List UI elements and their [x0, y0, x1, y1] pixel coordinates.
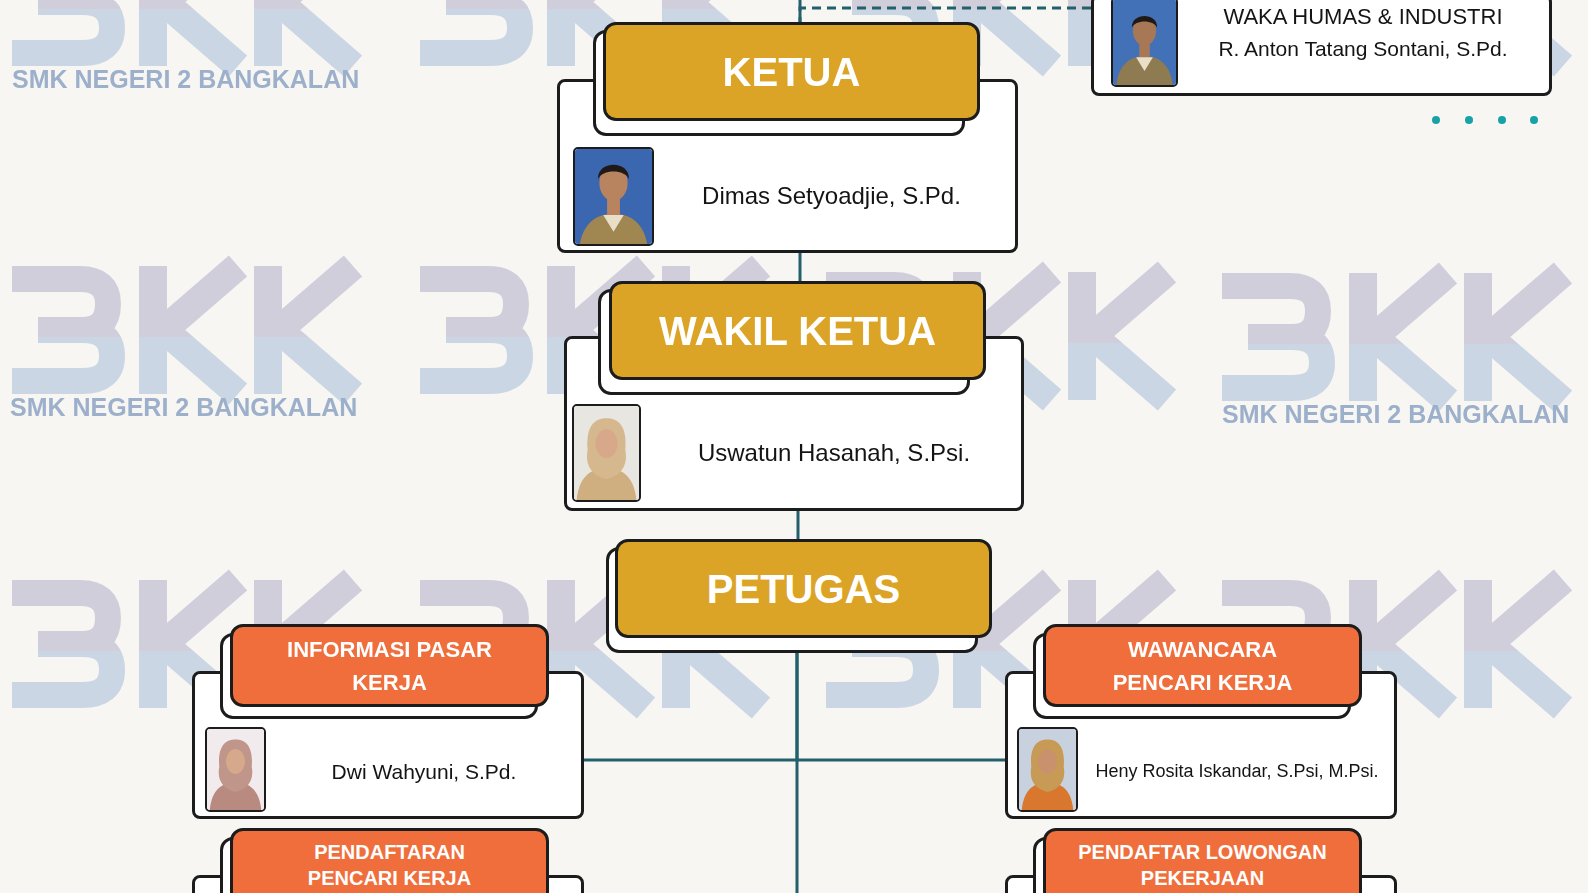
role-tab: INFORMASI PASAR KERJA [230, 624, 549, 707]
person-illustration [575, 149, 652, 244]
role-heading: PENDAFTAR LOWONGAN PEKERJAAN [1053, 839, 1353, 891]
person-hair [598, 165, 629, 179]
role-card: WAKIL KETUA Uswatun Hasanah, S.Psi. [564, 281, 1024, 511]
person-photo [573, 147, 654, 246]
watermark-text: SMK NEGERI 2 BANGKALAN [12, 65, 359, 93]
photo-backdrop [1113, 0, 1176, 85]
duty-card: INFORMASI PASAR KERJA Dwi Wahyuni, S.Pd. [192, 624, 584, 819]
role-tab: WAKIL KETUA [609, 281, 986, 380]
role-heading: PETUGAS [707, 565, 900, 613]
role-title: WAKA HUMAS & INDUSTRI [1179, 4, 1547, 30]
role-card: KETUA Dimas Setyoadjie, S.Pd. [557, 22, 1018, 253]
person-body [1116, 56, 1173, 85]
person-body [579, 214, 648, 244]
person-illustration [1113, 0, 1176, 85]
person-illustration [1019, 729, 1076, 810]
person-collar [1136, 57, 1153, 71]
person-face [595, 429, 617, 458]
decor-dot [1498, 116, 1506, 124]
role-heading: WAWANCARA PENCARI KERJA [1083, 633, 1323, 699]
watermark-grid [12, 0, 1563, 708]
photo-backdrop [1019, 729, 1076, 810]
role-tab: PENDAFTAR LOWONGAN PEKERJAAN [1043, 828, 1362, 893]
person-photo [205, 727, 266, 812]
person-illustration [574, 406, 639, 500]
trunk-line [796, 760, 799, 893]
watermark-logo [12, 0, 353, 66]
person-name: Heny Rosita Iskandar, S.Psi, M.Psi. [1081, 761, 1393, 783]
person-collar [603, 215, 624, 232]
section-header: PETUGAS [606, 539, 992, 653]
decor-dot [1530, 116, 1538, 124]
person-name: Dwi Wahyuni, S.Pd. [268, 759, 580, 784]
role-tab: PETUGAS [615, 539, 992, 638]
role-card: WAKA HUMAS & INDUSTRI R. Anton Tatang Son… [1091, 0, 1552, 96]
role-tab: KETUA [603, 22, 980, 121]
person-name: R. Anton Tatang Sontani, S.Pd. [1179, 36, 1547, 61]
watermark-text: SMK NEGERI 2 BANGKALAN [1222, 400, 1569, 428]
connector-line [797, 511, 800, 539]
person-hair [1132, 16, 1157, 28]
role-tab: PENDAFTARAN PENCARI KERJA [230, 828, 549, 893]
decor-dot [1432, 116, 1440, 124]
role-heading: KETUA [723, 48, 861, 96]
role-heading: INFORMASI PASAR KERJA [270, 633, 510, 699]
photo-backdrop [575, 149, 652, 244]
duty-card: PENDAFTAR LOWONGAN PEKERJAAN [1005, 828, 1397, 893]
duty-card: PENDAFTARAN PENCARI KERJA [192, 828, 584, 893]
connector-line [584, 653, 797, 760]
person-photo [572, 404, 641, 502]
connector-line [797, 653, 1005, 760]
watermark-logo [1222, 273, 1563, 401]
person-name: Uswatun Hasanah, S.Psi. [649, 439, 1019, 468]
role-heading: WAKIL KETUA [659, 307, 936, 355]
photo-backdrop [574, 406, 639, 500]
watermark-text: SMK NEGERI 2 BANGKALAN [10, 393, 357, 421]
watermark-logo [12, 266, 353, 394]
decor-dot [1465, 116, 1473, 124]
connector-line [799, 253, 802, 281]
role-heading: PENDAFTARAN PENCARI KERJA [275, 839, 505, 891]
person-illustration [207, 729, 264, 810]
connector-line [800, 8, 1091, 22]
photo-backdrop [207, 729, 264, 810]
role-tab: WAWANCARA PENCARI KERJA [1043, 624, 1362, 707]
person-face [1038, 749, 1057, 774]
person-hijab [587, 418, 626, 479]
person-hijab [219, 739, 253, 791]
person-photo [1111, 0, 1178, 87]
person-hijab [1031, 739, 1065, 791]
person-photo [1017, 727, 1078, 812]
person-face [226, 749, 245, 774]
person-name: Dimas Setyoadjie, S.Pd. [654, 182, 1009, 211]
duty-card: WAWANCARA PENCARI KERJA Heny Rosita Iskan… [1005, 624, 1397, 819]
decor-dots [1432, 116, 1538, 124]
